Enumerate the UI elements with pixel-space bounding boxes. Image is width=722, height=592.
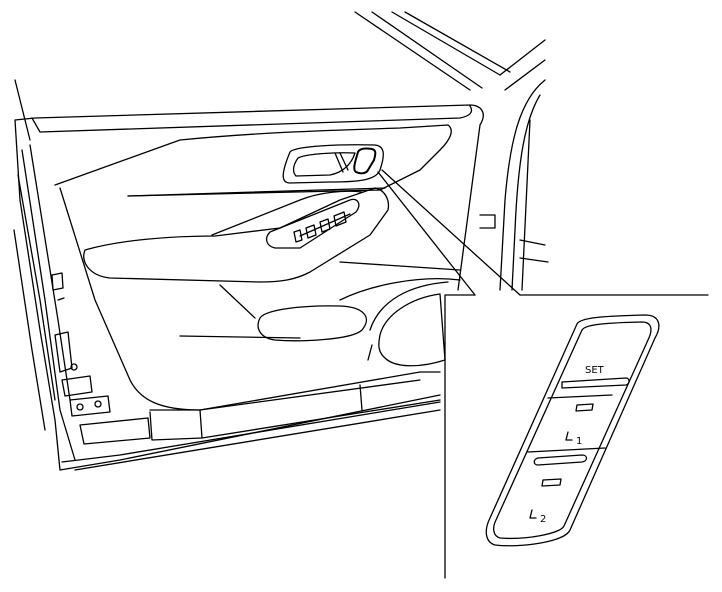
door-screw-1 xyxy=(70,363,78,371)
door-illustration xyxy=(13,11,549,471)
memory-2-label: 2 xyxy=(540,514,546,525)
set-button-divider xyxy=(547,377,630,399)
a-pillar xyxy=(354,11,511,91)
door-inner-line xyxy=(21,144,76,461)
upper-trim xyxy=(54,124,452,197)
lower-trim-lines xyxy=(179,278,461,339)
callout-leader xyxy=(377,169,521,296)
memory-2-icon xyxy=(529,509,537,519)
switch-bezel-outer xyxy=(485,314,660,547)
memory-1-label: 1 xyxy=(576,436,582,447)
speaker-outer xyxy=(367,281,449,361)
armrest-line xyxy=(127,187,461,271)
upper-trim-lower-edge xyxy=(59,187,421,411)
switch-bezel-inner xyxy=(493,321,652,540)
door-edge-slots xyxy=(54,331,151,445)
window-switch-panel xyxy=(265,198,360,249)
door-screw-2 xyxy=(76,403,84,411)
door-sill xyxy=(149,371,441,441)
sill-bottom xyxy=(61,401,441,471)
door-outer-edge xyxy=(14,104,484,471)
door-screw-3 xyxy=(94,400,102,408)
armrest-top xyxy=(83,187,390,283)
seat-memory-switch-detail: SET 1 2 xyxy=(485,314,660,547)
door-striker xyxy=(479,214,549,263)
door-top-trim xyxy=(31,105,473,133)
door-handle-lever xyxy=(334,152,349,173)
door-frame-top xyxy=(499,39,546,91)
door-edge-small xyxy=(51,272,65,301)
set-button-label: SET xyxy=(585,365,605,376)
door-pocket xyxy=(257,305,367,342)
memory-1-icon xyxy=(565,431,573,441)
window-switch-buttons xyxy=(293,211,351,243)
memory-1-divider xyxy=(527,447,606,466)
b-pillar xyxy=(499,79,546,291)
speaker-grille xyxy=(378,293,446,367)
seat-memory-switch-small xyxy=(353,147,377,175)
handle-bezel xyxy=(282,144,384,184)
detail-inset-frame xyxy=(444,294,709,579)
memory-1-indicator xyxy=(575,403,594,412)
memory-2-indicator xyxy=(541,478,562,487)
armrest-upper-edge xyxy=(211,190,363,236)
door-edge-lines xyxy=(13,79,56,431)
handle-recess xyxy=(292,152,356,177)
